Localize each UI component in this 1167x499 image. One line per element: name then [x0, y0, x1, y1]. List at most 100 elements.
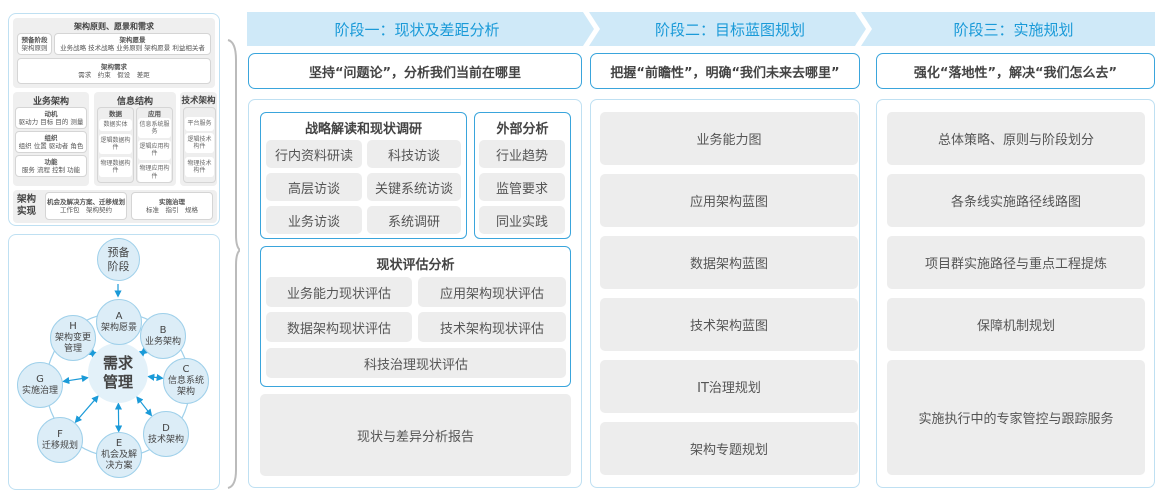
- assessment-item[interactable]: 技术架构现状评估: [418, 312, 566, 342]
- assessment-item[interactable]: 业务能力现状评估: [266, 277, 412, 307]
- bidirectional-arrow: [74, 395, 99, 424]
- research-item[interactable]: 科技访谈: [367, 140, 461, 168]
- info-title: 信息结构: [116, 97, 153, 107]
- blueprint-item[interactable]: 应用架构蓝图: [600, 174, 858, 227]
- tech-title: 技术架构: [181, 96, 216, 106]
- stage-header-arrows: [247, 12, 1155, 46]
- group-items: 驱动力 目标 目的 测量: [18, 118, 84, 126]
- research-item[interactable]: 系统调研: [367, 206, 461, 234]
- governance-box: 实施治理标准 指引 规格: [131, 192, 213, 220]
- app-title: 应用: [148, 110, 161, 118]
- opp-items: 工作包 架构契约: [60, 206, 112, 214]
- tech-item: 平台服务: [185, 117, 214, 131]
- node-label: 迁移规划: [41, 440, 78, 451]
- node-letter: H: [69, 321, 77, 333]
- data-item: 逻辑数据构件: [99, 134, 132, 154]
- data-item: 物理数据构件: [99, 157, 132, 177]
- requirements-box: 架构需求需求 约束 假设 差距: [17, 58, 211, 84]
- bracket: [227, 39, 240, 489]
- app-item: 逻辑应用构件: [138, 140, 171, 160]
- assessment-item[interactable]: 数据架构现状评估: [266, 312, 412, 342]
- bidirectional-arrow: [147, 373, 164, 382]
- external-box: [474, 112, 571, 239]
- vision-title: 架构愿景: [119, 35, 146, 44]
- prep-title: 预备阶段: [21, 35, 48, 44]
- research-item[interactable]: 关键系统访谈: [367, 173, 461, 201]
- prep-items: 架构原则: [21, 44, 48, 52]
- vision-items: 业务战略 技术战略 业务原则 架构愿景 利益相关者: [60, 44, 205, 52]
- gov-title: 实施治理: [159, 197, 185, 206]
- req-items: 需求 约束 假设 差距: [78, 71, 150, 79]
- assessment-title: 现状评估分析: [376, 258, 455, 273]
- implementation-item[interactable]: 实施执行中的专家管控与跟踪服务: [887, 360, 1145, 475]
- research-title: 战略解读和现状调研: [304, 122, 422, 137]
- app-item: 物理应用构件: [138, 163, 171, 182]
- research-box: [260, 112, 467, 239]
- stage2-chevron: [589, 12, 866, 46]
- research-item[interactable]: 业务访谈: [266, 206, 362, 234]
- implementation-item[interactable]: 总体策略、原则与阶段划分: [887, 112, 1145, 165]
- group-title: 动机: [44, 109, 58, 118]
- node-label: 技术架构: [147, 434, 184, 445]
- external-item[interactable]: 同业实践: [479, 206, 565, 234]
- node-label: 架构变更管理: [54, 333, 91, 354]
- external-item[interactable]: 监管要求: [479, 173, 565, 201]
- implementation-item[interactable]: 保障机制规划: [887, 298, 1145, 351]
- assessment-item[interactable]: 科技治理现状评估: [266, 348, 566, 378]
- stage3-title[interactable]: 阶段三：实施规划: [953, 20, 1074, 39]
- node-label: 架构愿景: [100, 322, 137, 333]
- implementation-item[interactable]: 项目群实施路径与重点工程提炼: [887, 236, 1145, 289]
- requirements-management-node[interactable]: 需求管理: [88, 343, 148, 403]
- research-item[interactable]: 行内资料研读: [266, 140, 362, 168]
- node-label: 信息系统架构: [167, 376, 204, 397]
- stage2-title[interactable]: 阶段二：目标蓝图规划: [654, 20, 805, 39]
- stage3-chevron: [861, 12, 1155, 46]
- prep-node[interactable]: 预备阶段: [97, 238, 140, 281]
- node-letter: B: [159, 324, 167, 336]
- tech-item: 逻辑技术构件: [185, 133, 214, 153]
- external-item[interactable]: 行业趋势: [479, 140, 565, 168]
- gov-items: 标准 指引 规格: [146, 206, 198, 214]
- gap-analysis-report[interactable]: 现状与差异分析报告: [260, 394, 571, 476]
- group-items: 组织 位置 驱动者 角色: [18, 142, 84, 150]
- tech-item: 物理技术构件: [185, 157, 214, 177]
- research-item[interactable]: 高层访谈: [266, 173, 362, 201]
- architecture-content-panel: 架构原则、愿景和需求 预备阶段架构原则 架构愿景业务战略 技术战略 业务原则 架…: [8, 13, 220, 226]
- stage1-title[interactable]: 阶段一：现状及差距分析: [334, 20, 500, 39]
- node-letter: E: [115, 438, 123, 450]
- bidirectional-arrow: [136, 396, 153, 417]
- blueprint-item[interactable]: 数据架构蓝图: [600, 236, 858, 289]
- node-label: 机会及解决方案: [100, 450, 137, 471]
- motivation-box: 动机驱动力 目标 目的 测量: [15, 107, 87, 129]
- implementation-item[interactable]: 各条线实施路径线路图: [887, 174, 1145, 227]
- blueprint-item[interactable]: 技术架构蓝图: [600, 298, 858, 351]
- req-title: 架构需求: [101, 62, 127, 71]
- group-items: 服务 流程 控制 功能: [21, 166, 81, 174]
- prep-box: 预备阶段架构原则: [17, 33, 52, 55]
- opp-title: 机会及解决方案、迁移规划: [47, 197, 125, 206]
- node-letter: A: [115, 310, 123, 322]
- impl-title: 架构实现: [17, 194, 37, 217]
- organization-box: 组织组织 位置 驱动者 角色: [15, 131, 87, 153]
- external-title: 外部分析: [496, 122, 549, 137]
- blueprint-item[interactable]: 业务能力图: [600, 112, 858, 165]
- assessment-item[interactable]: 应用架构现状评估: [418, 277, 566, 307]
- group-title: 组织: [44, 133, 58, 142]
- center-label: 需求管理: [102, 354, 133, 391]
- stage2-slogan: 把握“前瞻性”，明确“我们未来去哪里”: [590, 53, 860, 89]
- app-item: 信息系统服务: [138, 118, 171, 138]
- blueprint-item[interactable]: 架构专题规划: [600, 422, 858, 475]
- blueprint-item[interactable]: IT治理规划: [600, 360, 858, 413]
- business-title: 业务架构: [32, 97, 69, 107]
- node-label: 实施治理: [21, 385, 58, 396]
- data-title: 数据: [109, 110, 122, 118]
- node-letter: F: [57, 428, 63, 440]
